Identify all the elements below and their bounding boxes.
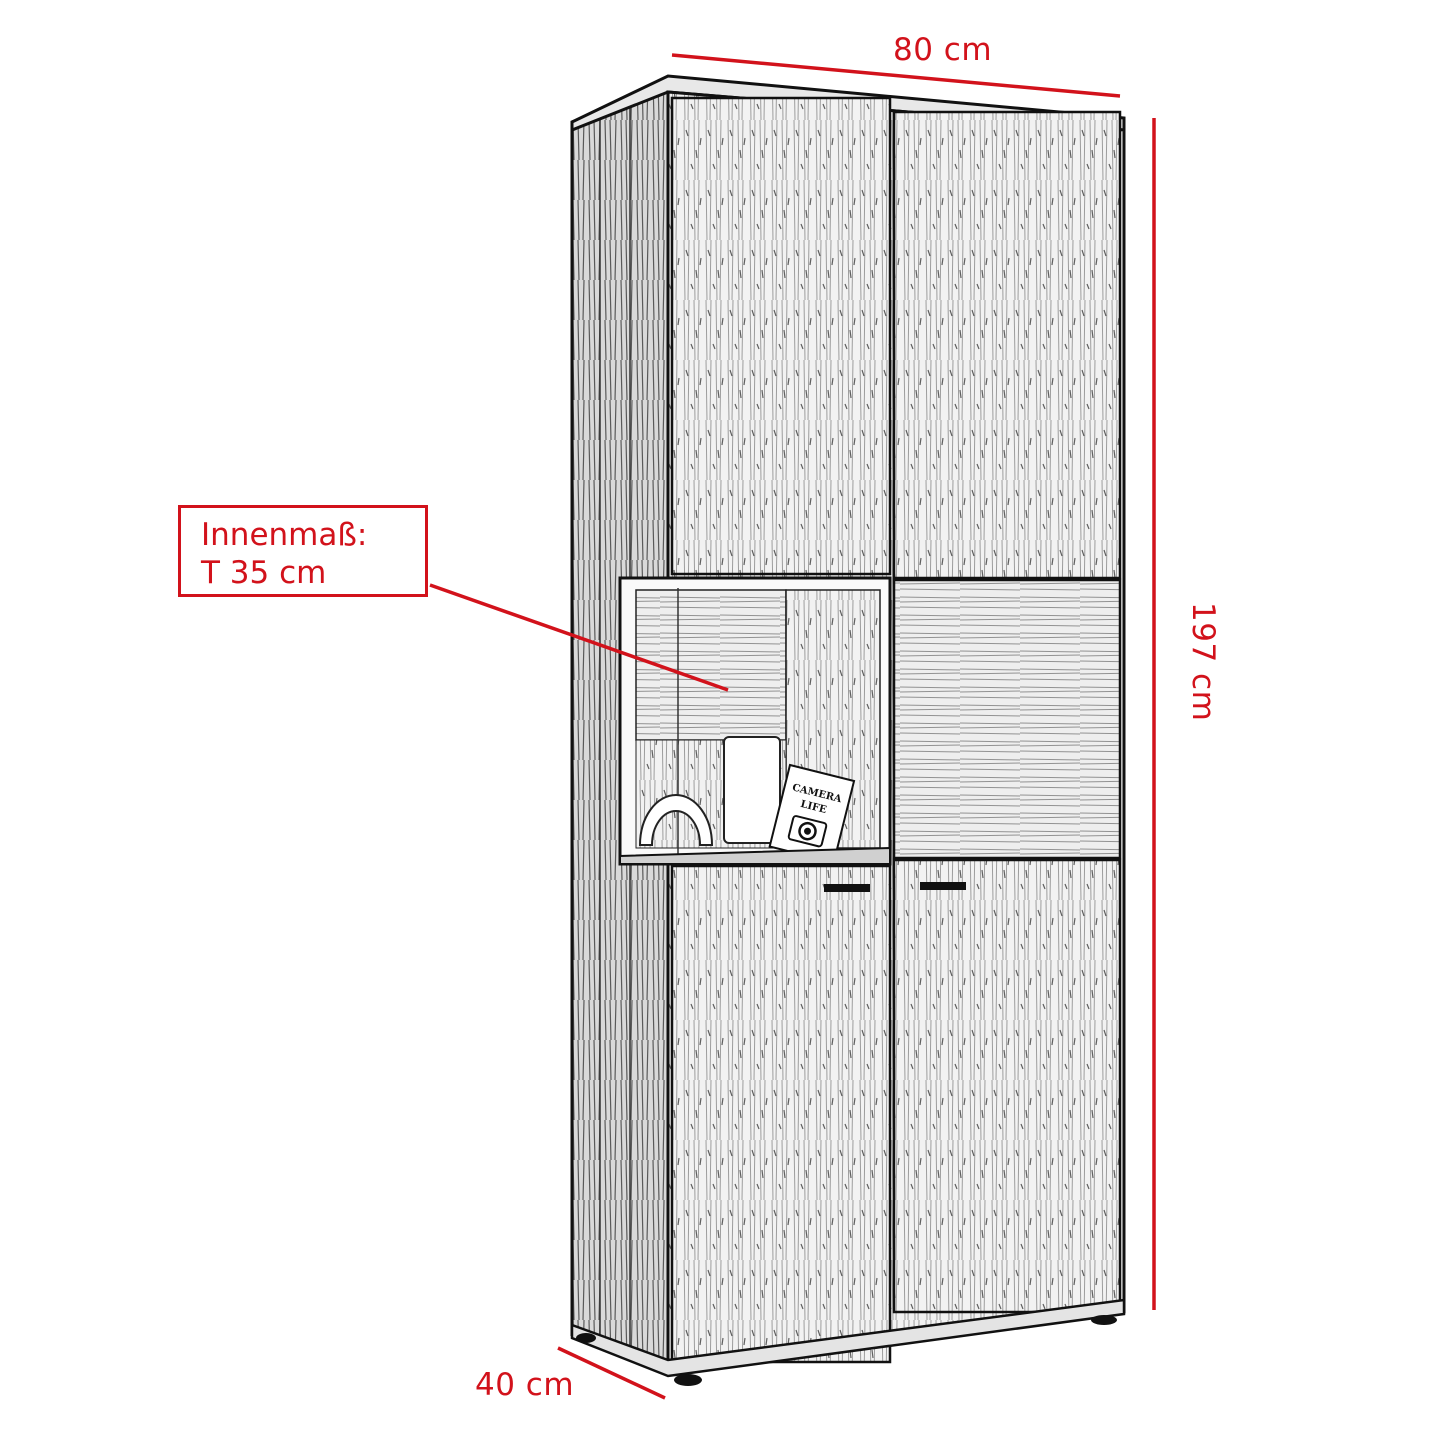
depth-dimension-line [557,1346,666,1400]
depth-label: 40 cm [475,1367,575,1403]
height-label: 197 cm [1185,602,1221,722]
width-dimension-line [671,53,1121,98]
panel-middle-right [892,578,1122,860]
foot-back-left [576,1333,596,1343]
door-upper-left [670,96,892,576]
interior-depth-callout: Innenmaß: T 35 cm [178,505,428,597]
handle-lower-left [824,884,870,892]
open-compartment: CAMERA LIFE [618,576,892,866]
decor-arch [638,794,714,846]
callout-line-2: T 35 cm [201,555,327,591]
decor-book: CAMERA LIFE [768,763,856,864]
cabinet-front: CAMERA LIFE [618,90,1126,1374]
door-upper-right [892,110,1122,580]
callout-line-1: Innenmaß: [201,517,368,553]
handle-lower-right [920,882,966,890]
width-label: 80 cm [893,32,993,68]
foot-front-left [674,1374,702,1386]
foot-front-right [1091,1315,1117,1325]
door-lower-right [892,858,1122,1314]
door-lower-left [670,864,892,1364]
callout-leader-line [429,583,729,692]
cabinet-base [570,1298,1126,1386]
decor-vase [723,736,781,844]
